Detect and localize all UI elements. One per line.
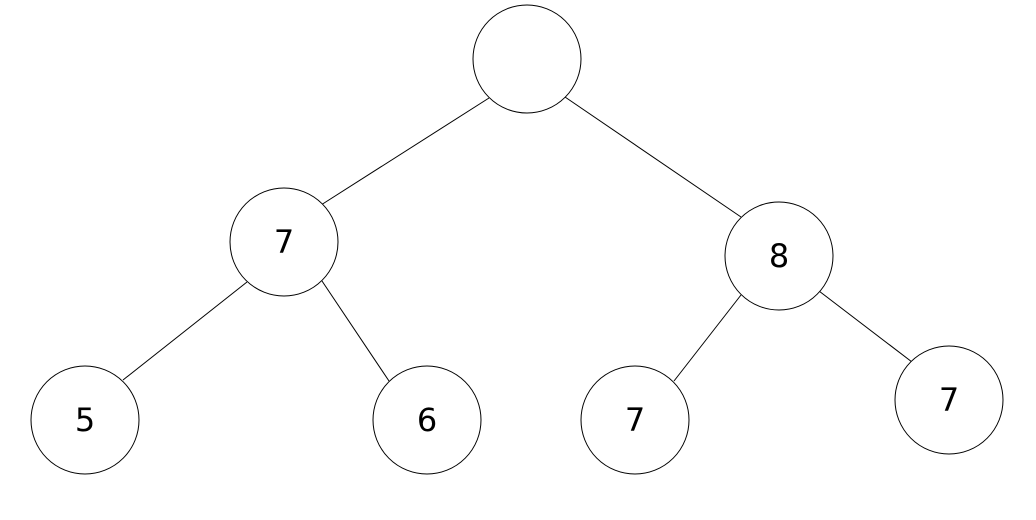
node-root <box>472 4 582 114</box>
node-right-left-leaf: 7 <box>580 365 690 475</box>
node-left-right-leaf-circle <box>372 365 482 475</box>
node-right-right-leaf-label: 7 <box>939 381 959 419</box>
node-left-left-leaf-circle <box>30 365 140 475</box>
edge-root-left-child <box>320 97 490 206</box>
node-left-left-leaf-label: 5 <box>75 401 95 439</box>
edge-left-child-left-left-leaf <box>122 281 248 381</box>
node-root-circle <box>472 4 582 114</box>
node-left-right-leaf: 6 <box>372 365 482 475</box>
edge-right-child-right-left-leaf <box>673 294 742 382</box>
node-right-right-leaf: 7 <box>894 345 1004 455</box>
node-right-child: 8 <box>724 201 834 311</box>
node-left-child: 7 <box>229 187 339 297</box>
node-left-right-leaf-label: 6 <box>417 401 437 439</box>
tree-nodes: 7 8 5 6 7 7 <box>30 4 1004 475</box>
node-right-left-leaf-label: 7 <box>625 401 645 439</box>
edge-root-right-child <box>564 96 742 218</box>
node-left-left-leaf: 5 <box>30 365 140 475</box>
node-right-child-circle <box>724 201 834 311</box>
edge-left-child-left-right-leaf <box>321 280 390 382</box>
tree-edges <box>122 96 913 382</box>
node-left-child-label: 7 <box>274 223 294 261</box>
node-left-child-circle <box>229 187 339 297</box>
node-right-left-leaf-circle <box>580 365 690 475</box>
node-right-child-label: 8 <box>769 237 789 275</box>
edge-right-child-right-right-leaf <box>818 290 913 363</box>
node-right-right-leaf-circle <box>894 345 1004 455</box>
